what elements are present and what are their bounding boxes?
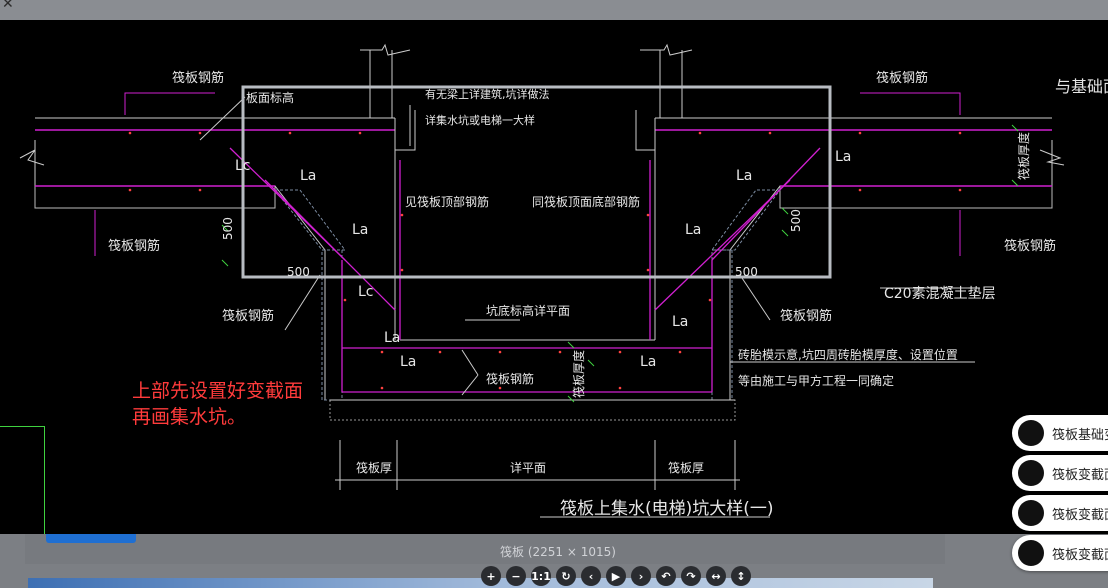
la-label-5: La <box>835 149 851 165</box>
cushion-label: C20素混凝土垫层 <box>884 286 996 302</box>
la-label-6: La <box>736 168 752 184</box>
dim-500-left: 500 <box>221 217 235 240</box>
lc-label-1: Lc <box>235 158 251 174</box>
raft-rebar-label-br: 筏板钢筋 <box>780 308 832 324</box>
pit-top-rebar-l: 见筏板顶部钢筋 <box>405 194 489 209</box>
thickness-right-label: 筏板厚度 <box>1016 132 1031 180</box>
viewer-top-bar: ✕ <box>0 0 1108 20</box>
raft-rebar-label-l: 筏板钢筋 <box>108 238 160 254</box>
raft-rebar-label-tl: 筏板钢筋 <box>172 70 224 86</box>
annotation-line-2: 再画集水坑。 <box>132 406 247 428</box>
drawing-title: 筏板上集水(电梯)坑大样(一) <box>560 499 774 519</box>
image-canvas[interactable]: 筏板钢筋 筏板钢筋 板面标高 有无梁上详建筑,坑详做法 详集水坑或电梯一大样 与… <box>0 20 1108 534</box>
note-top-1: 有无梁上详建筑,坑详做法 <box>425 87 550 101</box>
la-label-7: La <box>685 222 701 238</box>
actual-size-button[interactable]: 1:1 <box>531 566 551 586</box>
side-video-list: 筏板基础变 筏板变截面 筏板变截面 筏板变截面 <box>1012 415 1108 575</box>
background-blue-button <box>46 534 136 543</box>
la-label-9: La <box>640 354 656 370</box>
side-item[interactable]: 筏板变截面 <box>1012 495 1108 531</box>
pit-top-rebar-r: 同筏板顶面底部钢筋 <box>532 194 640 209</box>
thumbnail-icon <box>1018 420 1044 446</box>
thumbnail-icon <box>1018 540 1044 566</box>
dim-500-bl: 500 <box>287 265 310 279</box>
zoom-in-button[interactable]: + <box>481 566 501 586</box>
background-page-strip <box>28 578 933 588</box>
la-label-1: La <box>300 168 316 184</box>
annotation-note: 上部先设置好变截面 再画集水坑。 <box>132 378 303 430</box>
dim-500-br: 500 <box>735 265 758 279</box>
rotate-button[interactable]: ↻ <box>556 566 576 586</box>
play-button[interactable]: ▶ <box>606 566 626 586</box>
prev-button[interactable]: ‹ <box>581 566 601 586</box>
dim-plan: 详平面 <box>510 460 546 475</box>
thumbnail-icon <box>1018 460 1044 486</box>
dim-raft-right: 筏板厚 <box>668 461 704 475</box>
brick-note-2: 等由施工与甲方工程一同确定 <box>738 373 894 388</box>
image-caption: 筏板 (2251 × 1015) <box>500 545 616 559</box>
next-button[interactable]: › <box>631 566 651 586</box>
fit-height-button[interactable]: ↕ <box>731 566 751 586</box>
brick-note-1: 砖胎模示意,坑四周砖胎模厚度、设置位置 <box>738 347 958 362</box>
thickness-pit-label: 筏板厚度 <box>571 350 586 398</box>
raft-rebar-label-pit: 筏板钢筋 <box>486 371 534 386</box>
raft-rebar-label-r: 筏板钢筋 <box>1004 238 1056 254</box>
lc-label-2: Lc <box>358 284 374 300</box>
la-label-4: La <box>400 354 416 370</box>
pit-bottom-level: 坑底标高详平面 <box>486 303 570 318</box>
dim-raft-left: 筏板厚 <box>356 461 392 475</box>
annotation-line-1: 上部先设置好变截面 <box>132 380 304 402</box>
fit-width-button[interactable]: ↔ <box>706 566 726 586</box>
edge-top-label: 与基础面 <box>1055 77 1108 96</box>
side-item-label: 筏板变截面 <box>1052 467 1108 483</box>
la-label-8: La <box>672 314 688 330</box>
la-label-3: La <box>384 330 400 346</box>
raft-rebar-label-tr: 筏板钢筋 <box>876 70 928 86</box>
side-item[interactable]: 筏板变截面 <box>1012 535 1108 571</box>
cad-drawing: 筏板钢筋 筏板钢筋 板面标高 有无梁上详建筑,坑详做法 详集水坑或电梯一大样 与… <box>19 43 1108 519</box>
side-item-label: 筏板变截面 <box>1052 547 1108 563</box>
thumbnail-icon <box>1018 500 1044 526</box>
top-level-label: 板面标高 <box>246 90 294 105</box>
undo-button[interactable]: ↶ <box>656 566 676 586</box>
selection-rectangle <box>241 85 832 279</box>
side-item-label: 筏板基础变 <box>1052 427 1108 443</box>
viewer-toolbar: + − 1:1 ↻ ‹ ▶ › ↶ ↷ ↔ ↕ <box>481 566 751 586</box>
side-item[interactable]: 筏板基础变 <box>1012 415 1108 451</box>
note-top-2: 详集水坑或电梯一大样 <box>425 113 535 127</box>
background-page-panel <box>25 534 945 564</box>
redo-button[interactable]: ↷ <box>681 566 701 586</box>
dim-500-right: 500 <box>789 209 803 232</box>
la-label-2: La <box>352 222 368 238</box>
side-item[interactable]: 筏板变截面 <box>1012 455 1108 491</box>
partial-frame <box>0 426 45 534</box>
raft-rebar-label-bl: 筏板钢筋 <box>222 308 274 324</box>
side-item-label: 筏板变截面 <box>1052 507 1108 523</box>
close-icon[interactable]: ✕ <box>2 0 14 12</box>
zoom-out-button[interactable]: − <box>506 566 526 586</box>
